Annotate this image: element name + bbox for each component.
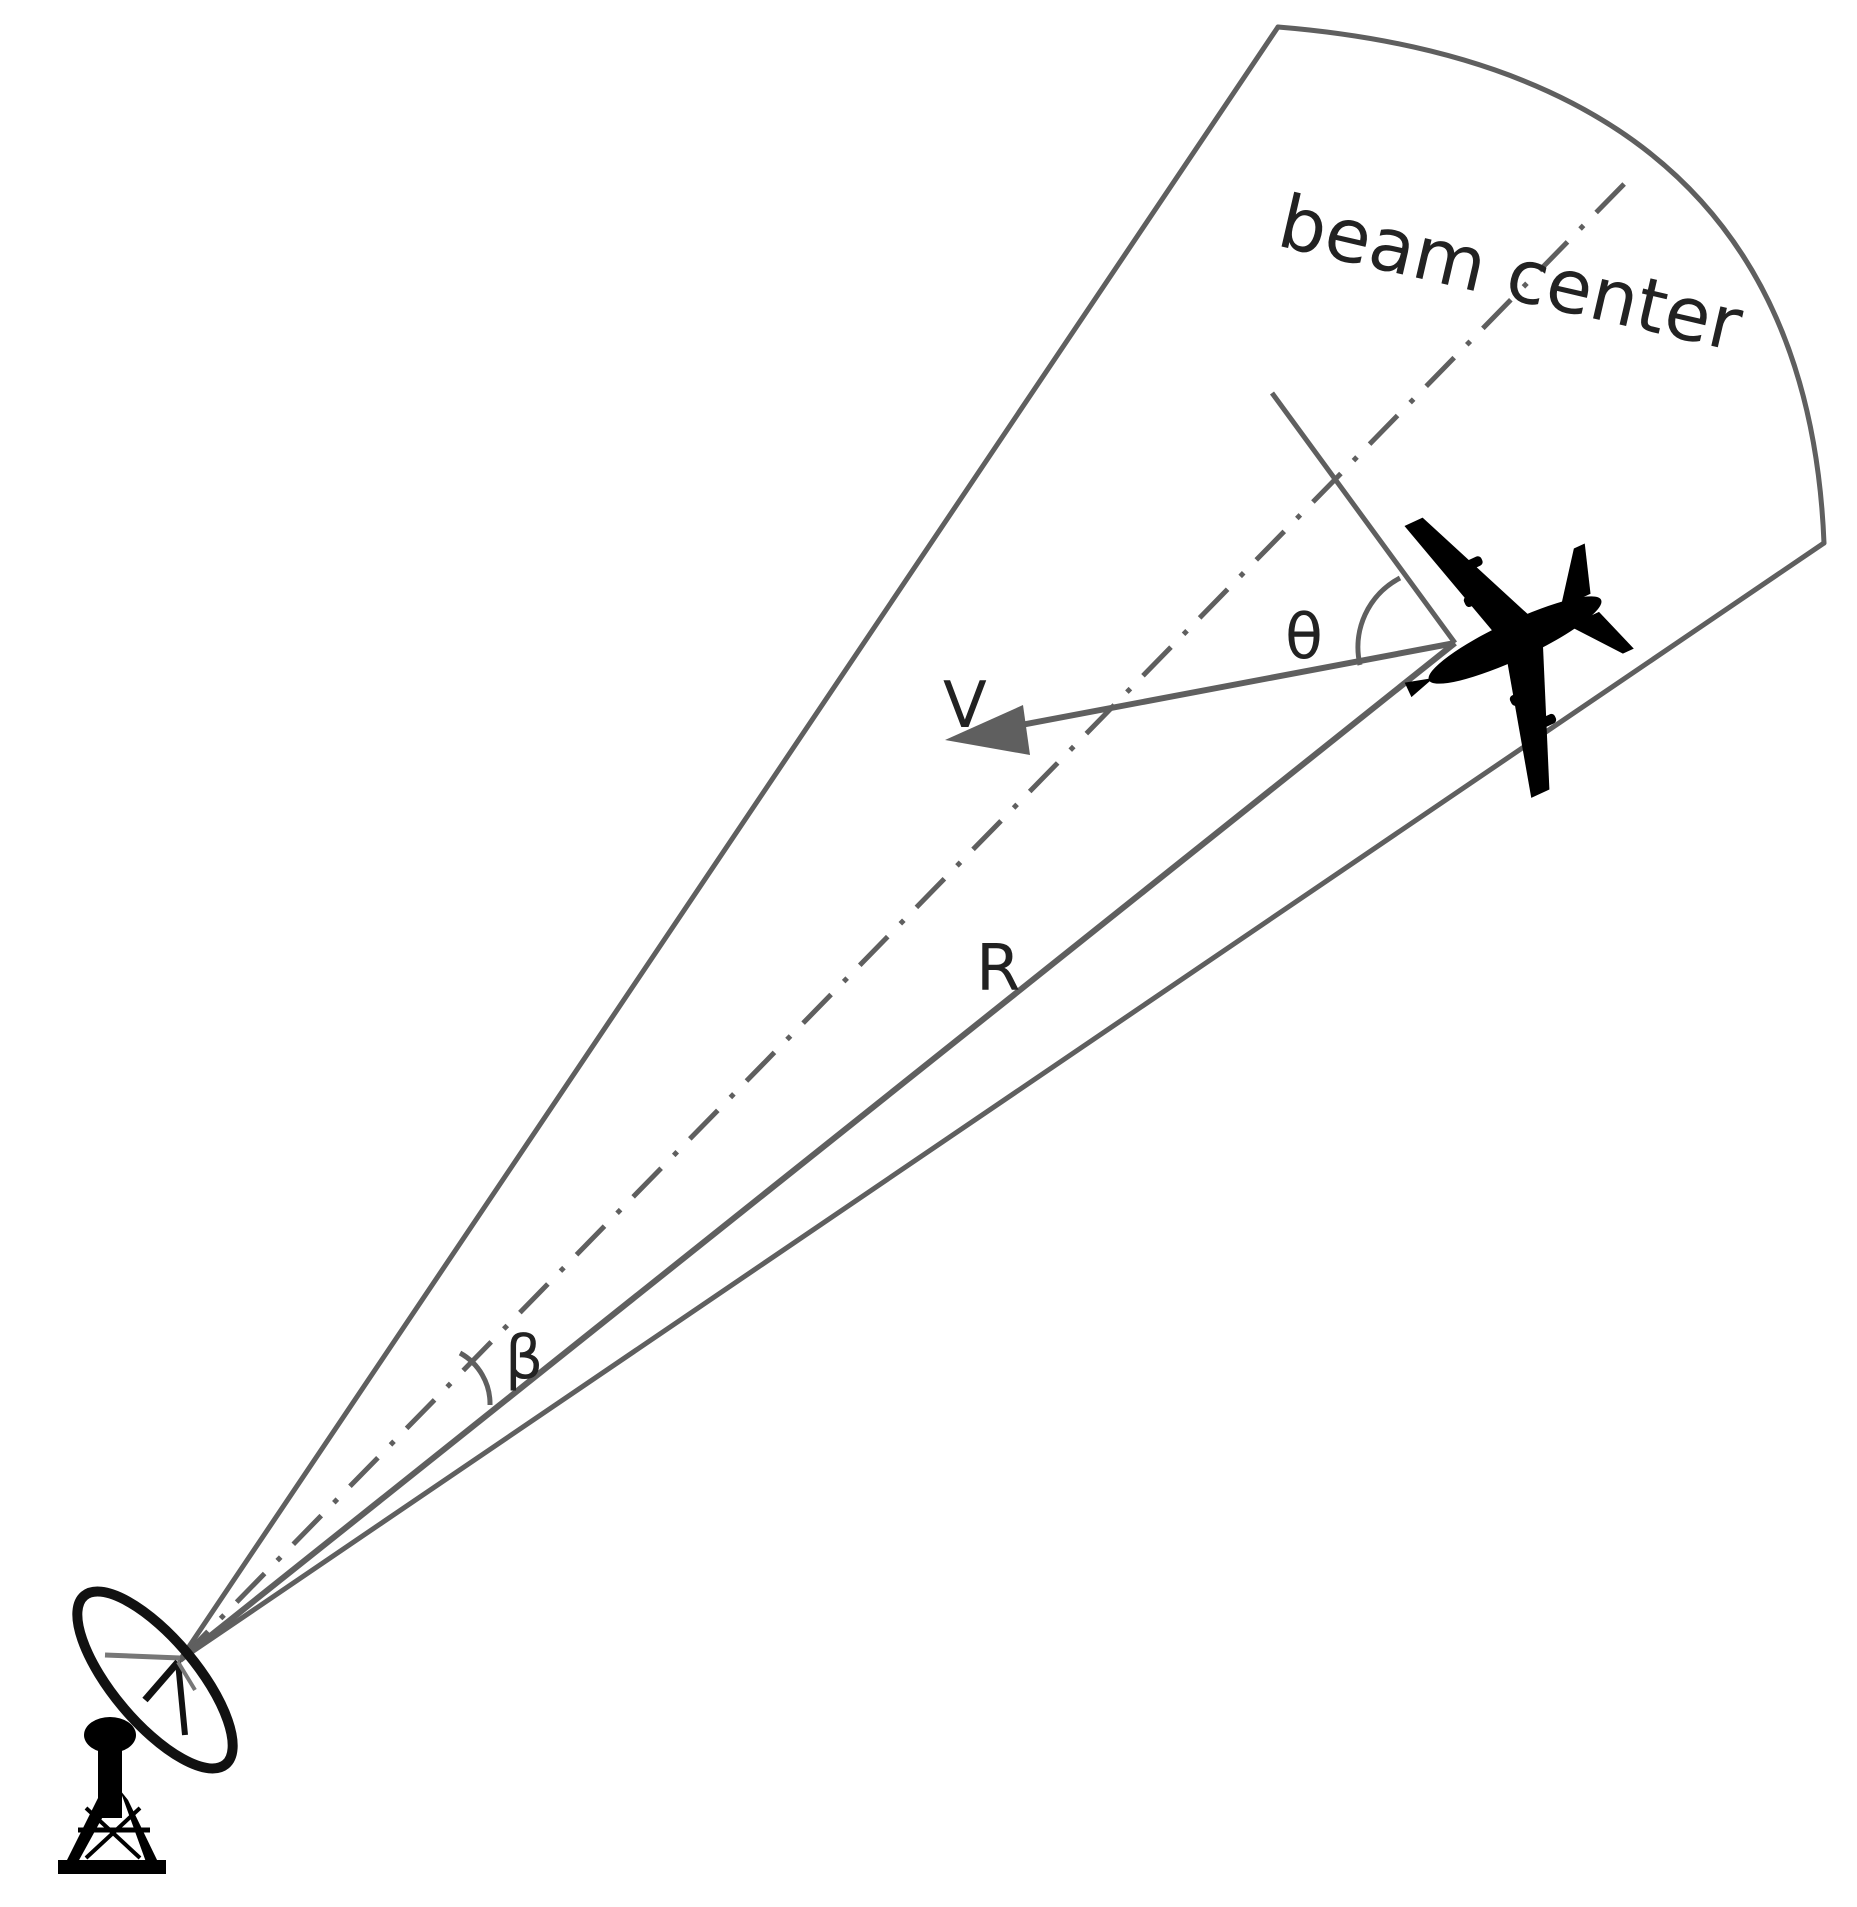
beam-edge-lower <box>177 540 1827 1663</box>
range-line <box>178 640 1457 1663</box>
reference-line <box>1269 391 1458 645</box>
beta-label: β <box>505 1323 543 1393</box>
beta-arc <box>458 1350 493 1406</box>
beam-center-label: beam center <box>1271 179 1750 369</box>
beam-sector <box>177 24 1827 1663</box>
velocity-shaft <box>1004 640 1456 731</box>
velocity-arrowhead <box>945 705 1030 755</box>
beam-edge-upper <box>177 24 1281 1663</box>
range-label: R <box>976 932 1020 1006</box>
theta-arc <box>1355 575 1402 666</box>
beam-arc <box>1275 24 1827 546</box>
velocity-label: V <box>943 669 987 743</box>
radar-dish-icon <box>58 1586 238 1874</box>
beam-center-axis <box>178 178 1630 1662</box>
theta-label: θ <box>1285 600 1323 673</box>
airplane-icon <box>1404 517 1634 798</box>
velocity-vector <box>945 640 1456 755</box>
